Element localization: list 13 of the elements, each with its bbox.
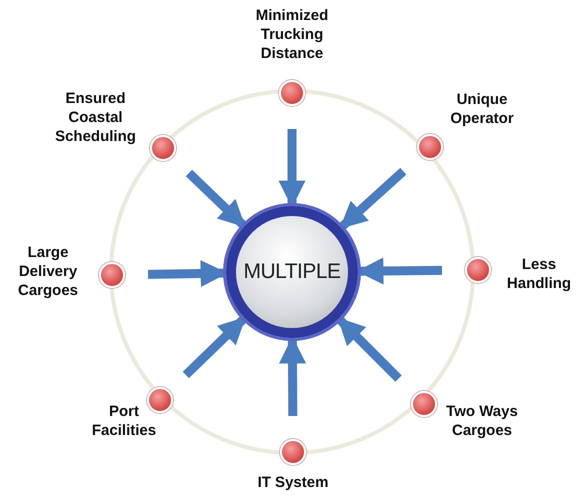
node-label: Ensured Coastal Scheduling: [54, 89, 137, 146]
node-label: Port Facilities: [90, 402, 158, 440]
node-label: Minimized Trucking Distance: [254, 6, 330, 63]
node-label: Unique Operator: [449, 90, 515, 128]
arrow: [336, 316, 402, 382]
arrow: [186, 170, 246, 228]
center-label: MULTIPLE: [244, 259, 340, 286]
arrow: [182, 316, 246, 378]
node-label: IT System: [256, 473, 330, 492]
node-label: Two Ways Cargoes: [445, 402, 519, 440]
node-label: Less Handling: [506, 255, 572, 293]
node-label: Large Delivery Cargoes: [16, 243, 80, 300]
arrow: [339, 168, 406, 230]
